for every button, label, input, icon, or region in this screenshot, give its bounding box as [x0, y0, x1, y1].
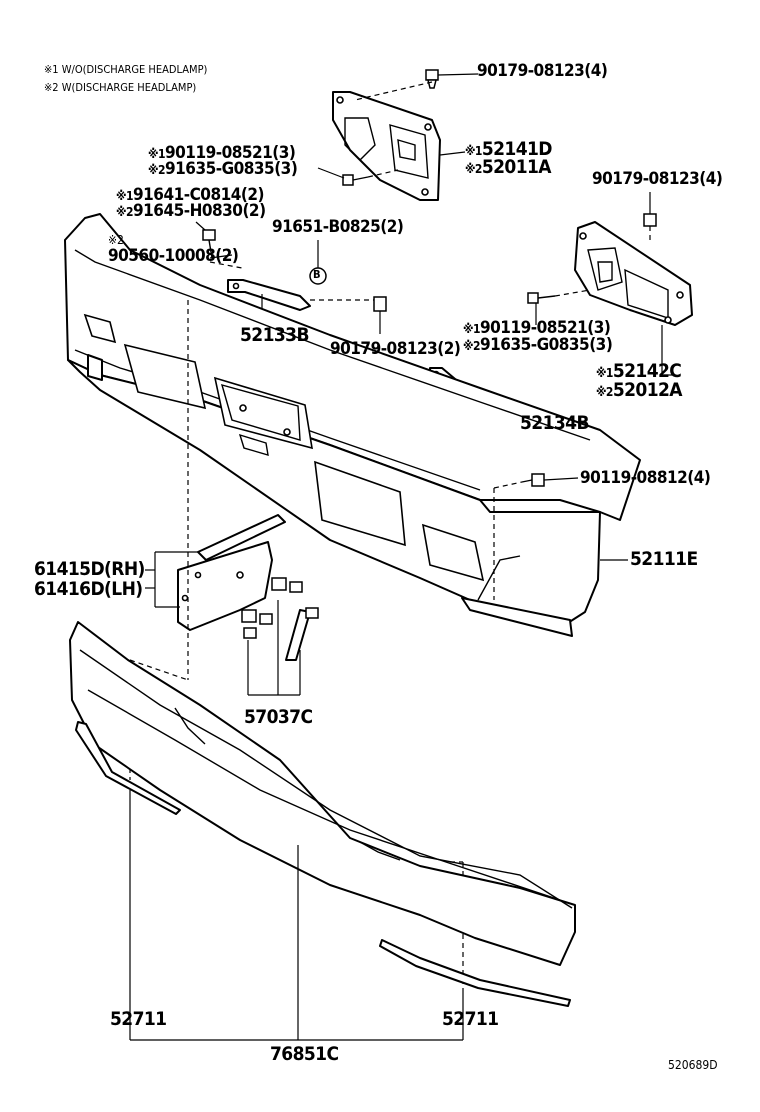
label-61415d-rh: 61415D(RH) — [34, 558, 145, 580]
nut-right-bracket — [643, 213, 657, 227]
mark-1: ※1 — [116, 189, 134, 203]
label-61416d-lh: 61416D(LH) — [34, 578, 143, 600]
mark-2: ※2 — [463, 339, 481, 353]
mark-2: ※2 — [148, 163, 166, 177]
label-90560-mark: ※2 — [108, 233, 124, 247]
label-text: 52011A — [481, 156, 552, 178]
label-text: 91635-G0835(3) — [165, 159, 298, 179]
label-90560-10008-2: 90560-10008(2) — [108, 246, 239, 266]
label-text: 91635-G0835(3) — [480, 335, 613, 355]
figure-id: 520689D — [668, 1058, 718, 1072]
bracket-61415d — [177, 514, 286, 631]
label-text: 52141D — [481, 138, 553, 160]
label-90119-08812-4: 90119-08812(4) — [580, 468, 711, 488]
label-90179-08123-2: 90179-08123(2) — [330, 339, 461, 359]
note-1-mark: ※1 — [44, 63, 59, 76]
note-2-text: W(DISCHARGE HEADLAMP) — [61, 81, 197, 94]
label-52142c: ※152142C — [596, 360, 682, 382]
bolt-90119-small — [202, 229, 216, 259]
label-text: 90119-08521(3) — [165, 143, 296, 163]
bracket-52142c — [574, 221, 693, 326]
label-52141d: ※152141D — [465, 138, 552, 160]
mark-2: ※2 — [116, 205, 134, 219]
label-90119-08521-3-left: ※190119-08521(3) — [148, 143, 296, 163]
label-text: 90119-08521(3) — [480, 318, 611, 338]
note-1-text: W/O(DISCHARGE HEADLAMP) — [61, 63, 208, 76]
molding-52711-left — [75, 721, 181, 815]
label-91635-g0835-3-left: ※291635-G0835(3) — [148, 159, 298, 179]
label-91641-c0814-2: ※191641-C0814(2) — [116, 185, 264, 205]
label-text: 52012A — [612, 379, 683, 401]
stay-52133b — [227, 279, 311, 311]
label-52134b: 52134B — [520, 412, 590, 434]
label-52111e: 52111E — [630, 548, 698, 570]
screw-left-bracket — [342, 174, 369, 186]
label-text: 91645-H0830(2) — [133, 201, 266, 221]
label-91635-g0835-3-right: ※291635-G0835(3) — [463, 335, 613, 355]
mark-1: ※1 — [596, 366, 613, 380]
label-76851c: 76851C — [270, 1043, 339, 1065]
label-91645-h0830-2: ※291645-H0830(2) — [116, 201, 266, 221]
screw-right-bracket — [527, 292, 556, 304]
circle-b-label: B — [313, 268, 321, 281]
note-1: ※1 W/O(DISCHARGE HEADLAMP) — [44, 63, 207, 76]
molding-52711-right — [379, 939, 571, 1007]
bracket-52141d — [332, 91, 441, 201]
clips-57037c — [241, 577, 319, 661]
label-52011a: ※252011A — [465, 156, 552, 178]
note-2-mark: ※2 — [44, 81, 59, 94]
label-91651-b0825-2: 91651-B0825(2) — [272, 217, 404, 237]
nut-90179-stay — [373, 296, 387, 312]
mark-1: ※1 — [465, 144, 482, 158]
label-90179-08123-4-right: 90179-08123(4) — [592, 169, 723, 189]
label-52711-right: 52711 — [442, 1008, 499, 1030]
mark-2: ※2 — [465, 162, 482, 176]
label-52711-left: 52711 — [110, 1008, 167, 1030]
bumper-reinforcement-52111e — [64, 213, 641, 637]
label-57037c: 57037C — [244, 706, 313, 728]
mark-1: ※1 — [148, 147, 166, 161]
label-90179-08123-4-top: 90179-08123(4) — [477, 61, 608, 81]
label-text: 91641-C0814(2) — [133, 185, 264, 205]
bolt-top-left — [425, 69, 439, 89]
note-2: ※2 W(DISCHARGE HEADLAMP) — [44, 81, 196, 94]
label-90119-08521-3-right: ※190119-08521(3) — [463, 318, 611, 338]
label-text: 52142C — [612, 360, 682, 382]
label-52012a: ※252012A — [596, 379, 683, 401]
mark-2: ※2 — [596, 385, 613, 399]
label-52133b: 52133B — [240, 324, 310, 346]
mark-1: ※1 — [463, 322, 481, 336]
